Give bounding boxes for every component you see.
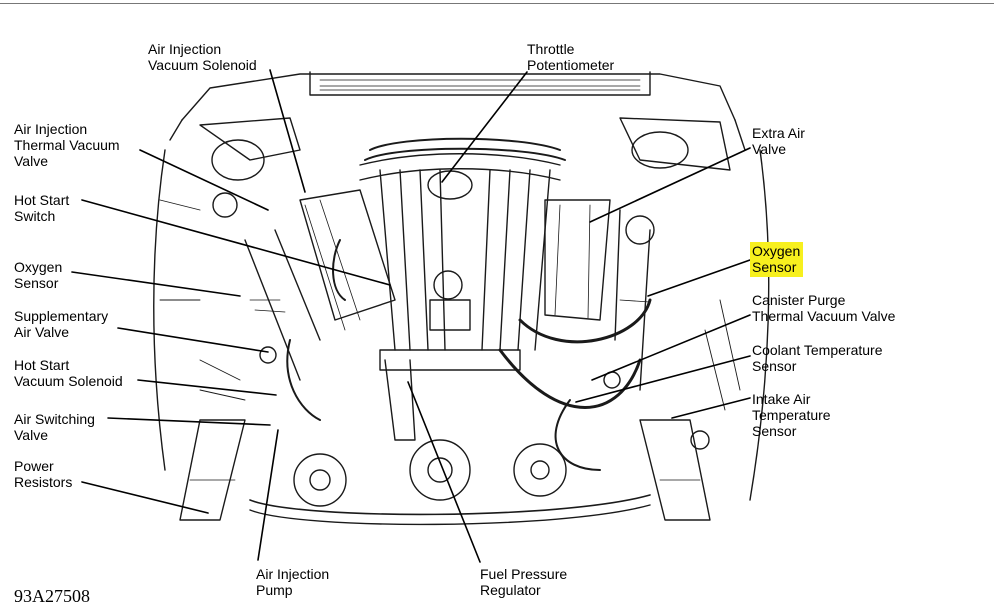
leader-air-injection-vacuum-solenoid [269, 69, 306, 193]
figure-id: 93A27508 [14, 586, 90, 606]
leader-air-injection-thermal-vacuum-valve [139, 149, 269, 211]
leader-lines [71, 69, 751, 563]
leader-power-resistors [81, 481, 209, 514]
leader-oxygen-sensor-right [647, 259, 751, 297]
leader-extra-air-valve [589, 147, 751, 223]
leader-air-injection-pump [257, 429, 279, 561]
leader-air-switching-valve [107, 417, 271, 426]
leader-coolant-temperature-sensor [575, 355, 751, 403]
leader-throttle-potentiometer [441, 71, 528, 183]
leader-fuel-pressure-regulator [407, 381, 481, 563]
leader-supplementary-air-valve [117, 327, 269, 353]
top-rule [0, 3, 994, 4]
leader-hot-start-switch [81, 199, 391, 286]
leader-hot-start-vacuum-solenoid [137, 379, 277, 396]
engine-line-art [153, 71, 770, 526]
leader-oxygen-sensor-left [71, 271, 241, 297]
leader-canister-purge-thermal-vacuum-valve [591, 314, 751, 381]
leader-intake-air-temperature-sensor [671, 397, 751, 419]
